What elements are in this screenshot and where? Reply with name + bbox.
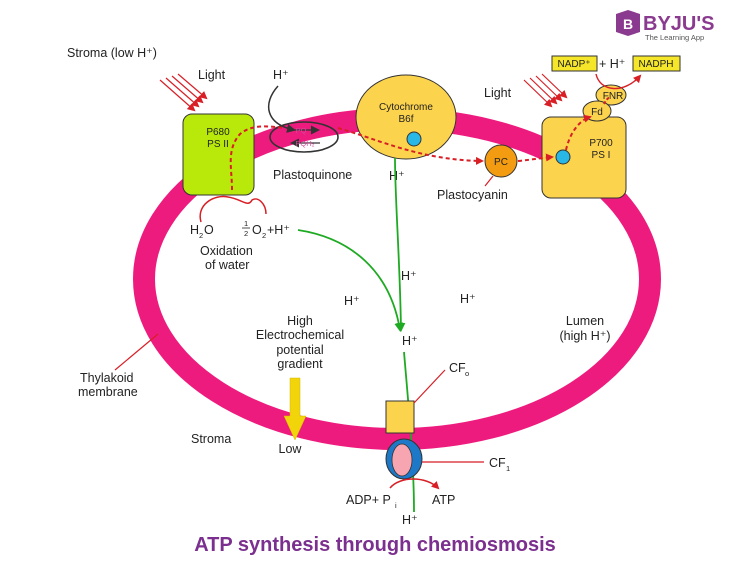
plastocyanin-pc: [484, 144, 518, 178]
gradient-label-potential: potential: [276, 343, 323, 357]
h-plus-to-pq-arrow: [268, 85, 296, 133]
nadp-box: [551, 55, 598, 72]
gradient-low-label: Low: [279, 442, 303, 456]
ps1-cofactor-dot: [555, 149, 571, 165]
fnr-label: FNR: [603, 91, 624, 102]
brand-logo-letter: B: [623, 16, 633, 32]
adp-label: ADP+ P: [346, 493, 391, 507]
o2-sub: 2: [262, 231, 266, 240]
stroma-label: Stroma: [191, 432, 231, 446]
fd-label: Fd: [591, 107, 603, 118]
plus-h-label: + H⁺: [599, 57, 625, 71]
cfo-sub: o: [465, 369, 469, 378]
oxygen-formula: 1 2 O 2 +H⁺: [242, 219, 290, 240]
brand-name: BYJU'S: [643, 13, 714, 35]
cytochrome-b6f-complex: [355, 74, 457, 160]
o2-o: O: [252, 223, 262, 237]
light-rays-right: [523, 73, 568, 108]
h-plus-bottom-label: H⁺: [402, 513, 418, 527]
h-plus-cytochrome-label: H⁺: [389, 169, 405, 183]
o2-plus-h: +H⁺: [267, 223, 290, 237]
plastoquinone-label: Plastoquinone: [273, 168, 352, 182]
cf1-label: CF: [489, 456, 506, 470]
lumen-high-label: (high H⁺): [559, 329, 610, 343]
adp-to-atp-arrow: [389, 478, 440, 490]
p700-label: P700: [589, 138, 613, 149]
brand-logo-mark: [616, 10, 640, 36]
gradient-arrow: [283, 377, 307, 441]
plastocyanin-label: Plastocyanin: [437, 188, 508, 202]
proton-path-water-to-lumen: [297, 229, 404, 332]
water-oxidation-arrow: [199, 195, 267, 223]
light-left-label: Light: [198, 68, 226, 82]
atp-label: ATP: [432, 493, 455, 507]
nadph-box: [632, 55, 681, 72]
brand-tagline: The Learning App: [645, 33, 704, 42]
cytochrome-label-line1: Cytochrome: [379, 102, 433, 113]
ps2-complex: [182, 113, 255, 196]
p680-label: P680: [206, 127, 230, 138]
ps1-label: PS I: [592, 150, 611, 161]
nadp-label: NADP⁺: [557, 59, 590, 70]
light-right-label: Light: [484, 86, 512, 100]
ps1-complex: [541, 116, 627, 199]
oxidation-label-line2: of water: [205, 258, 249, 272]
gradient-label-gradient: gradient: [277, 357, 323, 371]
water-formula: H 2 O: [190, 223, 214, 240]
atp-synthase-cfo: [385, 400, 415, 434]
pqh2-label: PQH₂: [295, 139, 314, 148]
h-plus-stroma-label: H⁺: [273, 68, 289, 82]
atp-synthase-cf1-core: [391, 443, 413, 477]
h-plus-lumen-1: H⁺: [401, 269, 417, 283]
electron-path-pq-to-pc: [337, 127, 484, 165]
plastocyanin-leader: [484, 175, 494, 187]
brand-logo: B BYJU'S The Learning App: [616, 10, 714, 42]
thylakoid-leader: [114, 333, 159, 371]
cytochrome-cofactor-dot: [406, 131, 422, 147]
cytochrome-label-line2: B6f: [398, 114, 413, 125]
stroma-low-label: Stroma (low H⁺): [67, 46, 157, 60]
half-denominator: 2: [244, 229, 248, 238]
ps2-label: PS II: [207, 139, 229, 150]
h2o-sub: 2: [199, 231, 203, 240]
proton-path-cytochrome-to-lumen: [394, 157, 406, 332]
h-plus-lumen-2: H⁺: [344, 294, 360, 308]
diagram-title: ATP synthesis through chemiosmosis: [194, 534, 556, 556]
light-rays-left: [159, 73, 208, 112]
pq-label: PQ: [296, 126, 307, 135]
h2o-h: H: [190, 223, 199, 237]
gradient-label-electrochemical: Electrochemical: [256, 328, 344, 342]
pc-label: PC: [494, 157, 508, 168]
nadph-formation-arrow: [595, 73, 642, 90]
cfo-label: CF: [449, 361, 466, 375]
cfo-leader: [413, 369, 446, 404]
half-numerator: 1: [244, 219, 248, 228]
gradient-label-high: High: [287, 314, 313, 328]
electron-path-ps1-to-fd: [565, 114, 592, 151]
lumen-label: Lumen: [566, 314, 604, 328]
thylakoid-label-line2: membrane: [78, 385, 138, 399]
fnr-enzyme: [595, 84, 627, 106]
electron-path-ps2: [229, 125, 285, 191]
nadph-label: NADPH: [638, 59, 673, 70]
cf1-sub: 1: [506, 464, 510, 473]
pi-sub: i: [395, 501, 397, 510]
plastoquinone-cycle: [269, 121, 339, 153]
h2o-o: O: [204, 223, 214, 237]
oxidation-label-line1: Oxidation: [200, 244, 253, 258]
thylakoid-label-line1: Thylakoid: [80, 371, 134, 385]
h-plus-lumen-3: H⁺: [460, 292, 476, 306]
electron-path-fd-to-fnr: [603, 97, 610, 105]
h-plus-lumen-4: H⁺: [402, 334, 418, 348]
electron-path-pc-to-ps1: [517, 153, 554, 162]
